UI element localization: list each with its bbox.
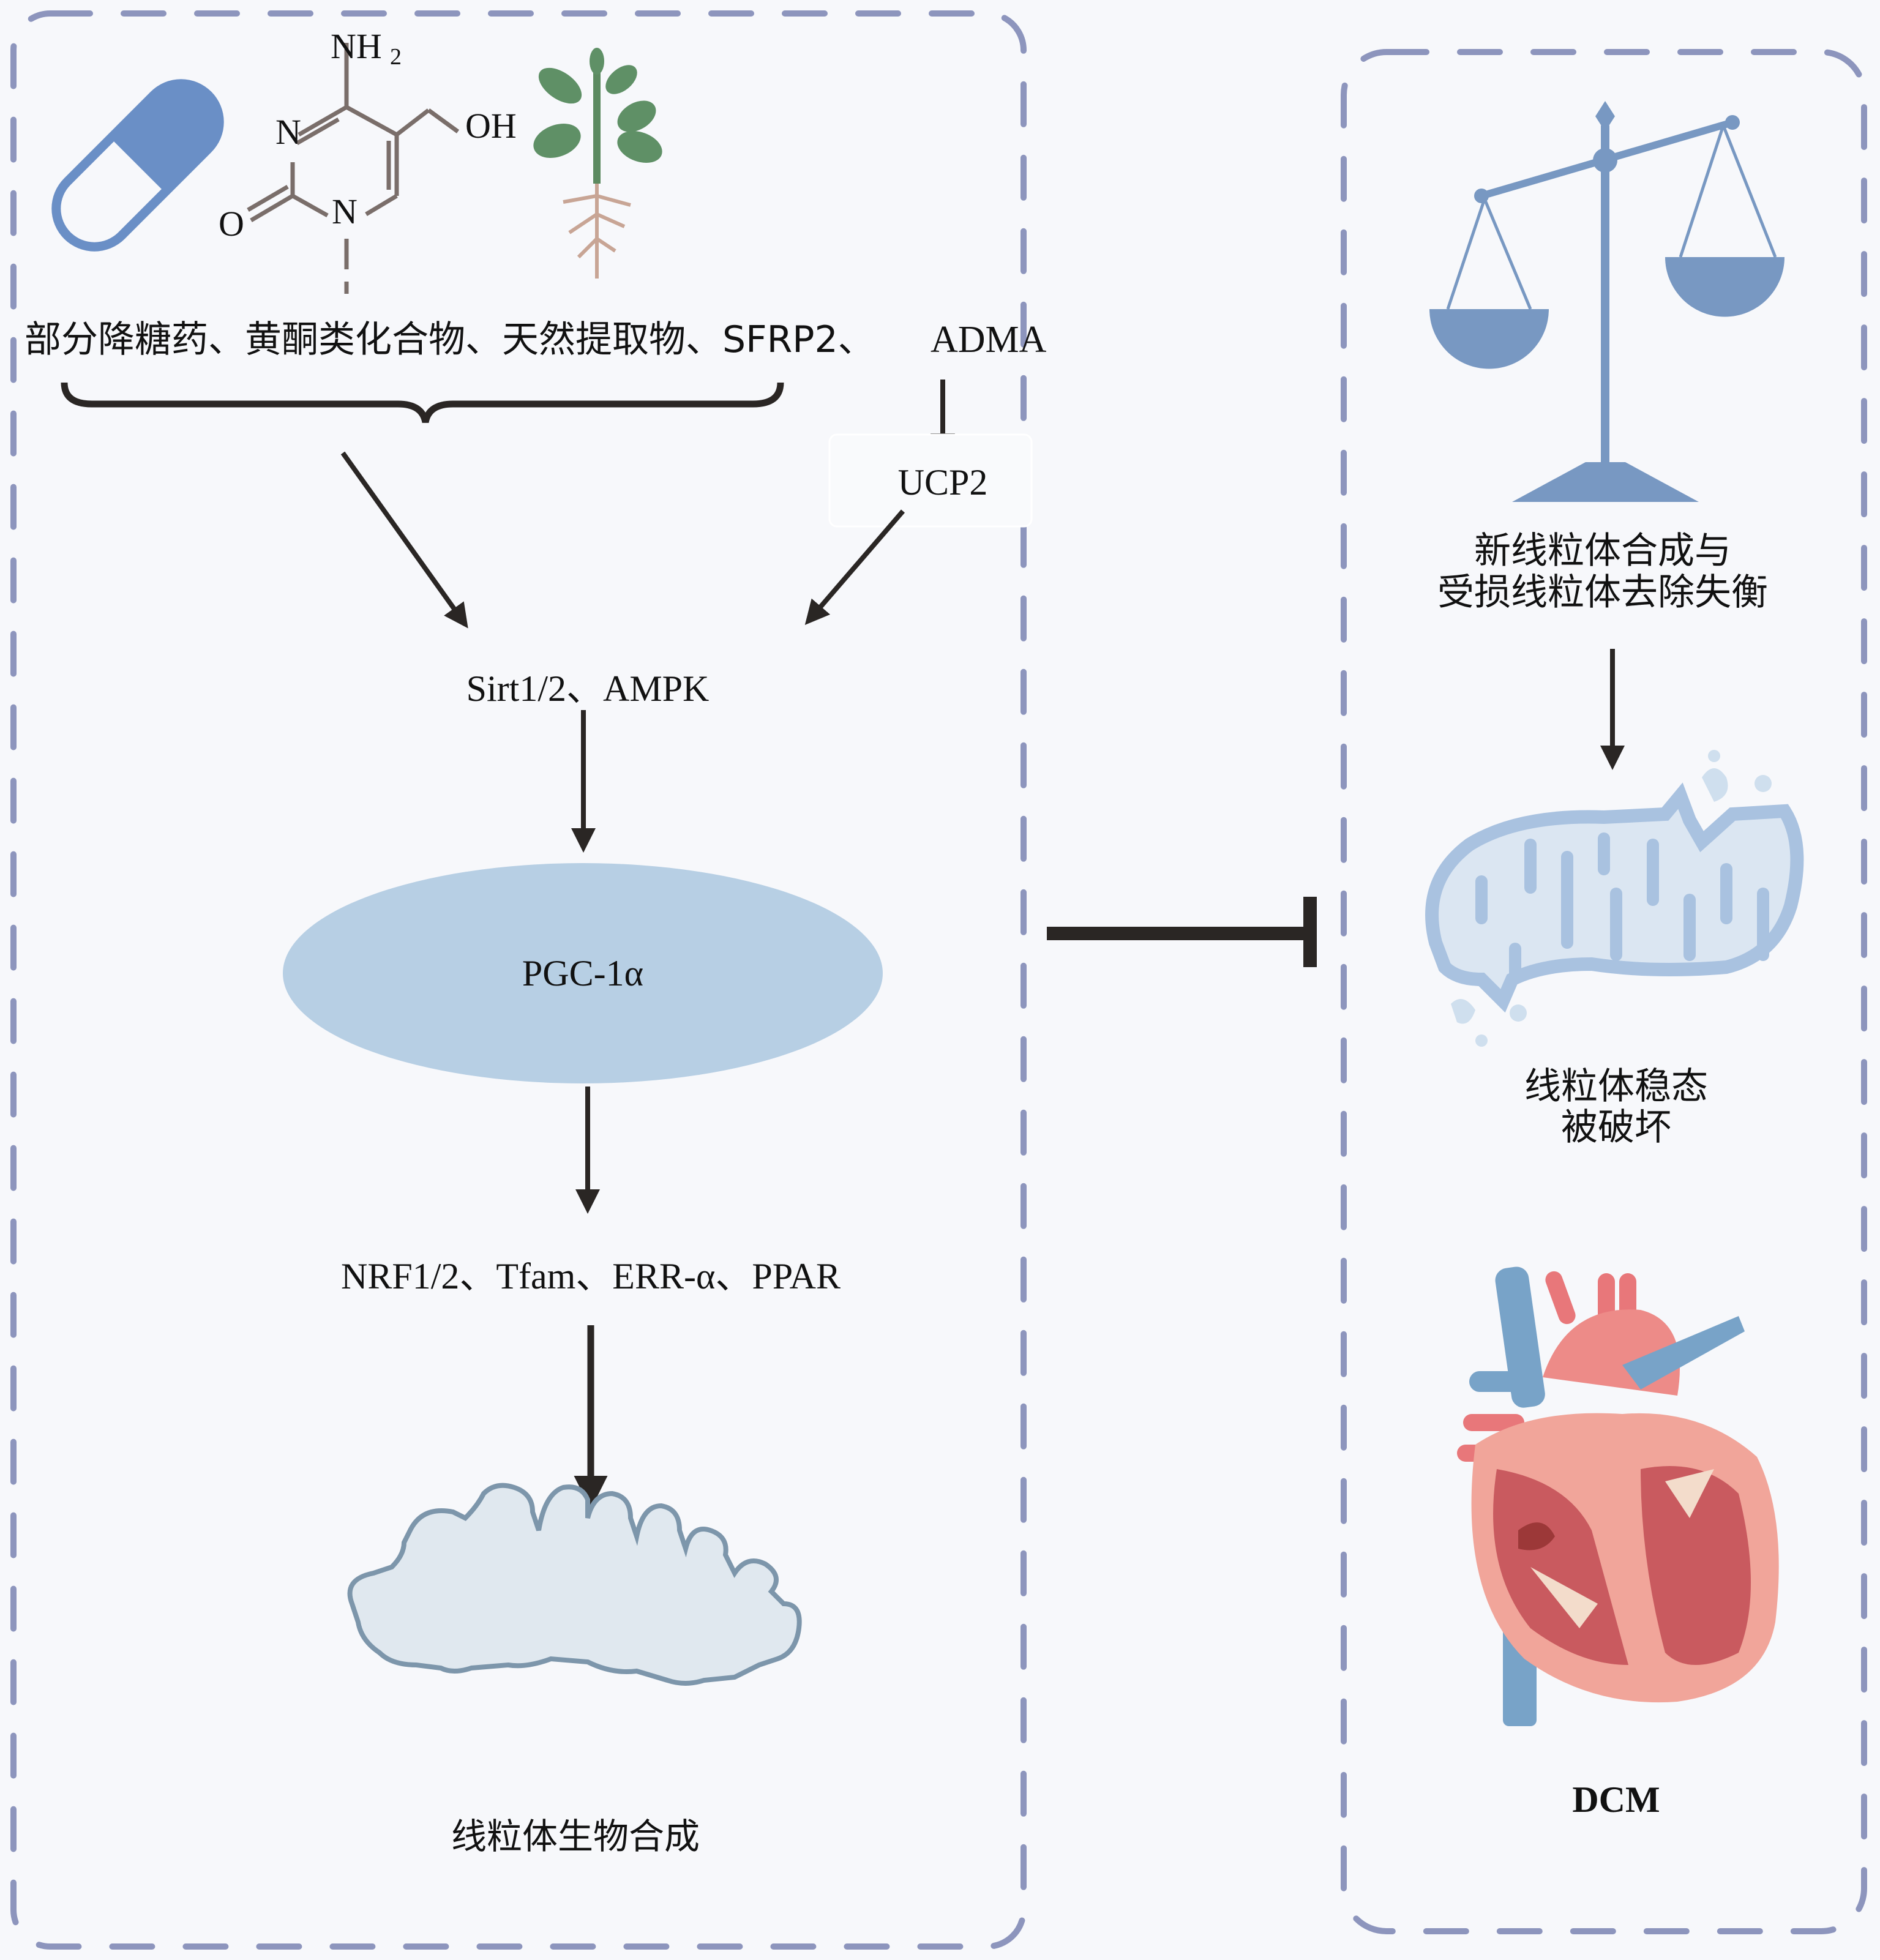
healthy-mitochondrion-icon [347, 1483, 802, 1686]
right-panel-border [1341, 49, 1867, 1934]
homeostasis-label-line2: 被破坏 [1561, 1106, 1671, 1149]
plant-icon [533, 48, 662, 279]
damaged-mitochondrion-icon [1425, 750, 1804, 1047]
pill-capsule-icon [51, 79, 224, 252]
sources-label: 部分降糖药、黄酮类化合物、天然提取物、SFRP2、 [24, 318, 875, 361]
arrow-ucp2-to-sirt [804, 509, 905, 626]
dcm-label: DCM [1572, 1779, 1660, 1820]
arrow-sources-to-sirt [340, 451, 468, 629]
imbalance-label-line1: 新线粒体合成与 [1474, 529, 1731, 572]
sirt-ampk-label: Sirt1/2、AMPK [466, 668, 710, 709]
biogenesis-label: 线粒体生物合成 [451, 1816, 700, 1857]
heart-icon [1457, 1266, 1779, 1726]
molecule-nh2-subscript: 2 [390, 44, 402, 70]
left-panel-border [10, 10, 1027, 1950]
grouping-brace [61, 382, 784, 424]
imbalance-label-line2: 受损线粒体去除失衡 [1437, 571, 1768, 614]
chemical-structure-icon: NH 2 N N O OH [219, 26, 517, 294]
molecule-nh2: NH [331, 26, 382, 66]
ucp2-box [828, 433, 1033, 528]
pgc-1a-node [283, 863, 883, 1083]
homeostasis-label-line1: 线粒体稳态 [1524, 1065, 1708, 1108]
balance-scale-icon [1429, 101, 1785, 502]
molecule-oh: OH [465, 106, 517, 146]
molecule-n2: N [332, 192, 358, 231]
transcription-factors-label: NRF1/2、Tfam、ERR-α、PPAR [341, 1256, 841, 1296]
pgc-1a-label: PGC-1α [522, 953, 643, 993]
inhibition-connector [1047, 897, 1317, 967]
adma-label: ADMA [931, 319, 1047, 361]
molecule-o: O [219, 204, 244, 244]
ucp2-label: UCP2 [898, 462, 988, 503]
molecule-n1: N [275, 112, 301, 152]
